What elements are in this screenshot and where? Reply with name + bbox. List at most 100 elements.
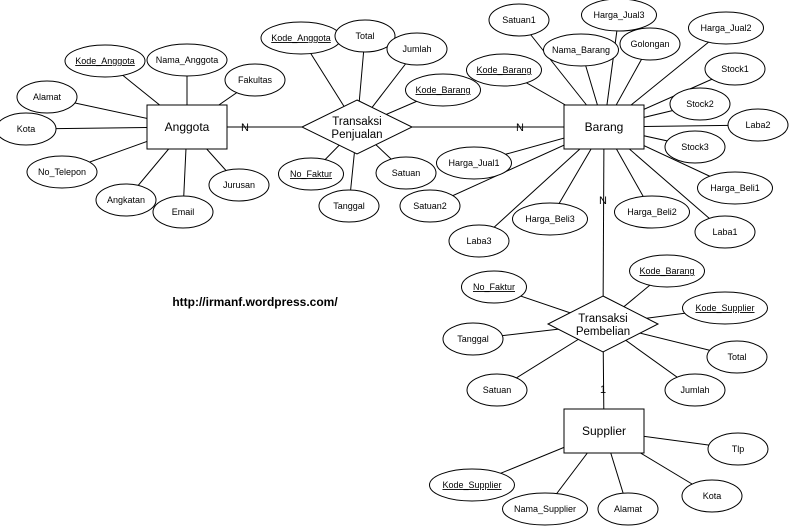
attribute-label: Stock1 bbox=[721, 64, 749, 74]
attribute-anggota-fakultas: Fakultas bbox=[224, 63, 286, 97]
attribute-supplier-alamat: Alamat bbox=[597, 492, 659, 526]
attribute-label: Kota bbox=[703, 491, 722, 501]
attribute-ellipse bbox=[95, 183, 157, 217]
attribute-ellipse bbox=[664, 130, 726, 164]
attribute-ellipse bbox=[619, 27, 681, 61]
attribute-ellipse bbox=[614, 195, 690, 229]
cardinality-labels: N N N 1 bbox=[241, 122, 607, 396]
attribute-label: Kode_Supplier bbox=[695, 303, 754, 313]
source-url: http://irmanf.wordpress.com/ bbox=[172, 295, 338, 309]
attribute-label: Kota bbox=[17, 124, 36, 134]
attribute-ellipse bbox=[706, 340, 768, 374]
attribute-supplier-kode-supplier: Kode_Supplier bbox=[429, 468, 515, 502]
attribute-label: Jurusan bbox=[223, 180, 255, 190]
relationship-label-line: Penjualan bbox=[331, 129, 382, 141]
attribute-ellipse bbox=[681, 479, 743, 513]
attribute-ellipse bbox=[429, 468, 515, 502]
attribute-barang-laba2: Laba2 bbox=[727, 108, 789, 142]
attribute-label: No_Faktur bbox=[473, 282, 515, 292]
attribute-label: Fakultas bbox=[238, 75, 273, 85]
attribute-label: Kode_Barang bbox=[476, 65, 531, 75]
attribute-ellipse bbox=[334, 19, 396, 53]
attribute-barang-nama-barang: Nama_Barang bbox=[543, 33, 619, 67]
relationship-diamond bbox=[546, 295, 660, 353]
attribute-ellipse bbox=[152, 195, 214, 229]
attribute-ellipse bbox=[26, 155, 98, 189]
attribute-ellipse bbox=[704, 52, 766, 86]
attribute-label: No_Telepon bbox=[38, 167, 86, 177]
attribute-label: Kode_Barang bbox=[639, 266, 694, 276]
attribute-barang-kode-barang: Kode_Barang bbox=[466, 53, 542, 87]
attribute-label: Email bbox=[172, 207, 195, 217]
attribute-supplier-tlp: Tlp bbox=[707, 432, 769, 466]
attribute-label: Tlp bbox=[732, 444, 745, 454]
relationship-label-line: Transaksi bbox=[578, 313, 627, 325]
attribute-barang-satuan2: Satuan2 bbox=[399, 189, 461, 223]
attribute-barang-harga-beli3: Harga_Beli3 bbox=[512, 202, 588, 236]
attribute-ellipse bbox=[694, 215, 756, 249]
attribute-ellipse bbox=[707, 432, 769, 466]
attribute-ellipse bbox=[688, 11, 764, 45]
relationship-label-line: Transaksi bbox=[332, 116, 381, 128]
attribute-label: Satuan2 bbox=[413, 201, 447, 211]
attribute-pembelian-no-faktur: No_Faktur bbox=[461, 270, 527, 304]
link-barang-pembelian bbox=[602, 126, 605, 325]
attribute-anggota-kota: Kota bbox=[0, 112, 57, 146]
attribute-supplier-nama-supplier: Nama_Supplier bbox=[502, 492, 588, 526]
attribute-barang-golongan: Golongan bbox=[619, 27, 681, 61]
attribute-label: Nama_Barang bbox=[552, 45, 610, 55]
attribute-penjualan-jumlah: Jumlah bbox=[386, 32, 448, 66]
attribute-ellipse bbox=[466, 53, 542, 87]
attribute-barang-harga-beli1: Harga_Beli1 bbox=[697, 171, 773, 205]
attribute-ellipse bbox=[461, 270, 527, 304]
attribute-barang-harga-beli2: Harga_Beli2 bbox=[614, 195, 690, 229]
attribute-label: Kode_Barang bbox=[415, 85, 470, 95]
attribute-label: Harga_Beli1 bbox=[710, 183, 760, 193]
cardinality-penjualan-barang: N bbox=[516, 122, 524, 134]
attribute-barang-harga-jual3: Harga_Jual3 bbox=[581, 0, 657, 32]
attribute-pembelian-tanggal: Tanggal bbox=[442, 322, 504, 356]
attribute-barang-stock1: Stock1 bbox=[704, 52, 766, 86]
attribute-label: Harga_Jual3 bbox=[593, 10, 644, 20]
attribute-label: Nama_Supplier bbox=[514, 504, 576, 514]
attribute-ellipse bbox=[278, 157, 344, 191]
attribute-anggota-angkatan: Angkatan bbox=[95, 183, 157, 217]
attribute-penjualan-tanggal: Tanggal bbox=[318, 189, 380, 223]
attribute-supplier-kota: Kota bbox=[681, 479, 743, 513]
attribute-label: Harga_Jual1 bbox=[448, 158, 499, 168]
entity-label: Anggota bbox=[165, 120, 210, 134]
attribute-label: Jumlah bbox=[402, 44, 431, 54]
attribute-anggota-jurusan: Jurusan bbox=[208, 168, 270, 202]
attribute-ellipse bbox=[629, 254, 705, 288]
attribute-label: Satuan1 bbox=[502, 15, 536, 25]
attribute-ellipse bbox=[697, 171, 773, 205]
entity-box bbox=[563, 104, 645, 150]
attribute-ellipse bbox=[146, 43, 228, 77]
attribute-penjualan-kode-barang: Kode_Barang bbox=[405, 73, 481, 107]
relationship-label-line: Pembelian bbox=[576, 326, 630, 338]
attribute-anggota-nama-anggota: Nama_Anggota bbox=[146, 43, 228, 77]
entity-anggota: Anggota bbox=[146, 104, 228, 150]
attribute-ellipse bbox=[581, 0, 657, 32]
attribute-ellipse bbox=[16, 80, 78, 114]
attribute-label: Total bbox=[727, 352, 746, 362]
attribute-ellipse bbox=[436, 146, 512, 180]
attribute-ellipse bbox=[597, 492, 659, 526]
attribute-pembelian-total: Total bbox=[706, 340, 768, 374]
entity-box bbox=[563, 408, 645, 454]
attribute-label: Kode_Anggota bbox=[75, 56, 135, 66]
attribute-ellipse bbox=[448, 224, 510, 258]
attribute-barang-stock2: Stock2 bbox=[669, 87, 731, 121]
attribute-anggota-no-telepon: No_Telepon bbox=[26, 155, 98, 189]
cardinality-pembelian-supplier: 1 bbox=[600, 384, 606, 396]
attribute-ellipse bbox=[727, 108, 789, 142]
attribute-label: Alamat bbox=[33, 92, 62, 102]
entity-label: Barang bbox=[585, 120, 624, 134]
entity-barang: Barang bbox=[563, 104, 645, 150]
attribute-ellipse bbox=[512, 202, 588, 236]
attribute-ellipse bbox=[224, 63, 286, 97]
attribute-barang-laba1: Laba1 bbox=[694, 215, 756, 249]
